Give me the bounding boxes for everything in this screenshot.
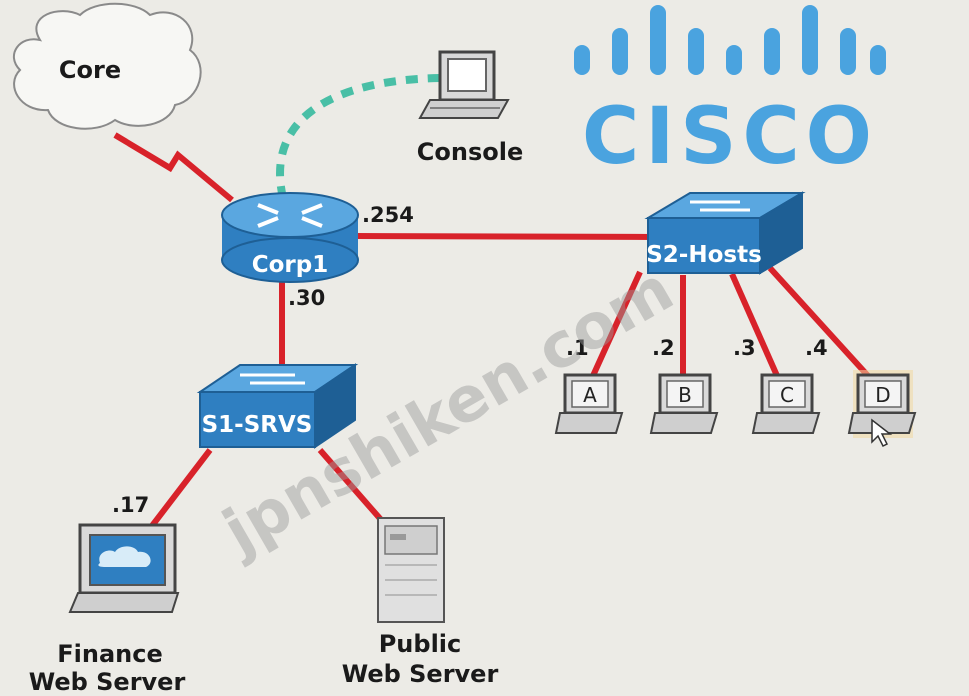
pc-icon: [554, 373, 624, 434]
finance-label-line2: Web Server: [29, 668, 186, 696]
s2-hosts-label: S2-Hosts: [646, 242, 762, 268]
ip-host-b: .2: [652, 336, 675, 360]
link-core-corp1: [113, 132, 234, 203]
pc-icon: [649, 373, 719, 434]
switch-s1-srvs: S1-SRVS: [196, 363, 359, 449]
core-cloud: Core: [13, 2, 202, 130]
console-label: Console: [417, 138, 523, 166]
s1-srvs-label: S1-SRVS: [202, 412, 313, 438]
public-label-line2: Web Server: [342, 660, 499, 688]
router-corp1: Corp1: [221, 192, 359, 283]
mouse-pointer-icon: [871, 418, 893, 448]
switch-icon: [196, 363, 359, 449]
link-s2-host-c: [729, 272, 781, 380]
finance-web-server: Finance Web Server: [29, 523, 186, 696]
pc-icon: [847, 370, 917, 438]
host-c-label: C: [780, 383, 794, 407]
public-label-line1: Public: [379, 630, 462, 658]
public-web-server: Public Web Server: [342, 517, 499, 688]
link-s1-public: [317, 448, 393, 532]
cisco-bars-icon: [574, 5, 886, 75]
pc-icon: [418, 50, 510, 119]
finance-label-line1: Finance: [57, 640, 163, 668]
cisco-logo: CISCO: [574, 5, 886, 182]
corp1-label: Corp1: [252, 252, 329, 278]
link-corp1-s2hosts: [354, 233, 656, 240]
host-c: C: [751, 373, 821, 434]
address-labels: .254 .30 .1 .2 .3 .4 .17: [112, 203, 828, 517]
host-d-label: D: [875, 383, 890, 407]
host-a: A: [554, 373, 624, 434]
cloud-icon: [13, 2, 202, 130]
host-a-label: A: [583, 383, 597, 407]
router-icon: [221, 192, 359, 283]
host-b: B: [649, 373, 719, 434]
links: [113, 74, 873, 537]
link-console-corp1: [276, 74, 441, 199]
cisco-logo-text: CISCO: [582, 92, 878, 182]
switch-s2-hosts: S2-Hosts: [644, 191, 806, 275]
core-label: Core: [59, 56, 121, 84]
ip-host-a: .1: [566, 336, 589, 360]
ip-host-d: .4: [805, 336, 828, 360]
link-s2-host-a: [589, 270, 643, 380]
ip-router-srv: .30: [288, 286, 325, 310]
host-b-label: B: [678, 383, 692, 407]
tower-server-icon: [377, 517, 445, 623]
pc-icon: [751, 373, 821, 434]
ip-router-lan: .254: [362, 203, 414, 227]
console-pc: Console: [417, 50, 523, 166]
switch-icon: [644, 191, 806, 275]
laptop-server-icon: [68, 523, 180, 613]
link-s2-host-d: [767, 265, 873, 381]
host-d: D: [847, 370, 917, 448]
link-s1-finance: [142, 448, 213, 537]
ip-finance: .17: [112, 493, 149, 517]
ip-host-c: .3: [733, 336, 756, 360]
